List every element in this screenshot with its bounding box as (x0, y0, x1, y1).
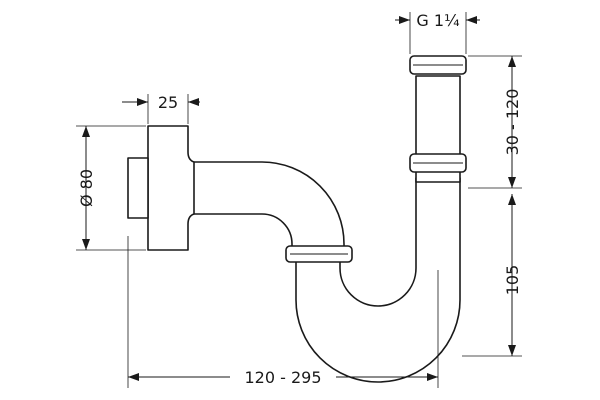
dimensions: G 1¼ 25 Ø 80 30 - 120 (76, 11, 522, 388)
lower-height-label: 105 (503, 265, 522, 296)
horizontal-length-label: 120 - 295 (244, 368, 321, 387)
dimension-lower-height: 105 (462, 194, 522, 357)
siphon-body (127, 55, 467, 383)
wall-rosette (147, 125, 195, 251)
dimension-horizontal-length: 120 - 295 (127, 236, 439, 388)
upper-height-label: 30 - 120 (503, 89, 522, 156)
dimension-flange-diameter: Ø 80 (76, 125, 146, 251)
horizontal-arm (187, 161, 345, 259)
flange-depth-label: 25 (158, 93, 178, 112)
dimension-upper-height: 30 - 120 (468, 55, 522, 189)
flange-diameter-label: Ø 80 (77, 169, 96, 207)
wall-spigot (127, 157, 149, 219)
trap-pipe (295, 177, 461, 383)
dimension-flange-depth: 25 (122, 93, 200, 124)
thread-size-label: G 1¼ (416, 11, 459, 30)
dimension-thread: G 1¼ (395, 11, 480, 54)
